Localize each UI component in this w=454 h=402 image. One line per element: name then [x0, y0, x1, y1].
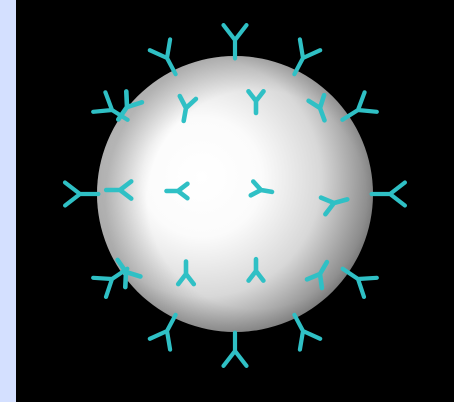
outer-antibody: [294, 39, 320, 74]
outer-antibody: [93, 269, 127, 297]
outer-antibody: [150, 315, 176, 350]
black-image-panel: [16, 0, 454, 402]
outer-antibody: [372, 183, 405, 206]
outer-antibody: [65, 183, 98, 206]
outer-antibody: [224, 333, 247, 366]
sphere-shadow: [97, 56, 373, 332]
outer-antibody: [294, 315, 320, 350]
outer-antibody: [224, 25, 247, 58]
outer-antibody: [343, 269, 377, 297]
antibody-coated-sphere-illustration: [16, 0, 454, 402]
outer-antibody: [342, 92, 376, 120]
outer-antibody: [150, 39, 176, 74]
